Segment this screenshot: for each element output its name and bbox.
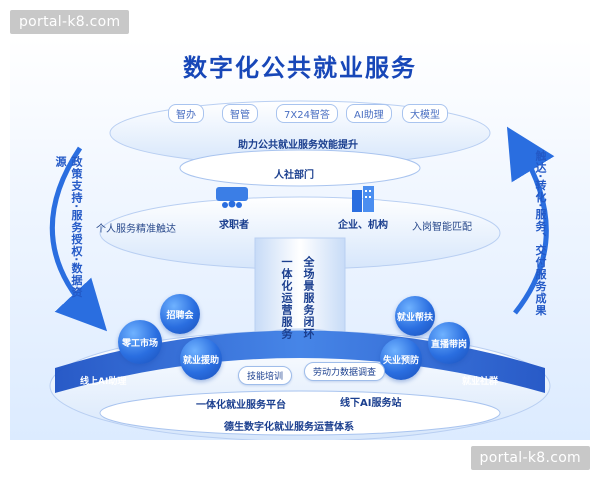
center-text-2: 全场景服务闭环 bbox=[302, 256, 315, 340]
capability-pill: 智管 bbox=[222, 104, 258, 123]
ring-label-right: 就业社群 bbox=[462, 377, 499, 387]
service-ring bbox=[55, 330, 545, 393]
service-badge: 就业帮扶 bbox=[395, 296, 435, 336]
diagram-panel: 数字化公共就业服务 智办 智管 7X24智答 AI助理 大模型 助力公共就业服务… bbox=[10, 38, 590, 440]
capability-pill: AI助理 bbox=[346, 104, 392, 123]
service-badge: 招聘会 bbox=[160, 294, 200, 334]
platform-disk bbox=[99, 390, 501, 436]
watermark: portal-k8.com bbox=[470, 446, 590, 470]
right-flow-label: 入岗智能匹配 bbox=[412, 222, 472, 233]
center-text-1: 一体化运营服务 bbox=[280, 256, 293, 340]
right-arc-text: 触达·转化·服务、交付服务成果 bbox=[534, 150, 547, 317]
central-column bbox=[254, 237, 346, 339]
offline-station-label: 线下AI服务站 bbox=[340, 398, 402, 409]
left-arc-arrow bbox=[49, 146, 108, 332]
enterprise-label: 企业、机构 bbox=[338, 220, 388, 231]
service-badge: 零工市场 bbox=[118, 320, 162, 364]
service-badge: 就业援助 bbox=[180, 338, 222, 380]
left-flow-label: 个人服务精准触达 bbox=[96, 224, 176, 235]
capability-pill: 大模型 bbox=[402, 104, 448, 123]
job-seeker-label: 求职者 bbox=[219, 220, 249, 231]
service-pill: 技能培训 bbox=[238, 366, 293, 385]
job-seeker-icon bbox=[215, 186, 249, 212]
watermark: portal-k8.com bbox=[10, 10, 130, 34]
ring-label-left: 线上AI助理 bbox=[80, 377, 127, 387]
stage-graphics bbox=[49, 100, 555, 440]
service-pill: 劳动力数据调查 bbox=[304, 362, 386, 381]
left-arc-text: 政策支持·服务授权·数据资源 bbox=[54, 156, 83, 299]
top-tagline: 助力公共就业服务效能提升 bbox=[238, 140, 358, 151]
hub-label: 人社部门 bbox=[274, 170, 314, 181]
capability-pill: 智办 bbox=[168, 104, 204, 123]
hub-disk bbox=[179, 149, 421, 187]
page-title: 数字化公共就业服务 bbox=[183, 54, 417, 82]
building-icon bbox=[348, 184, 378, 214]
right-arc-arrow bbox=[506, 126, 555, 315]
platform-label: 一体化就业服务平台 bbox=[196, 400, 286, 411]
service-badge: 直播带岗 bbox=[428, 322, 470, 364]
footer-label: 德生数字化就业服务运营体系 bbox=[224, 422, 354, 433]
capability-pill: 7X24智答 bbox=[276, 104, 338, 123]
service-badge: 失业预防 bbox=[380, 338, 422, 380]
